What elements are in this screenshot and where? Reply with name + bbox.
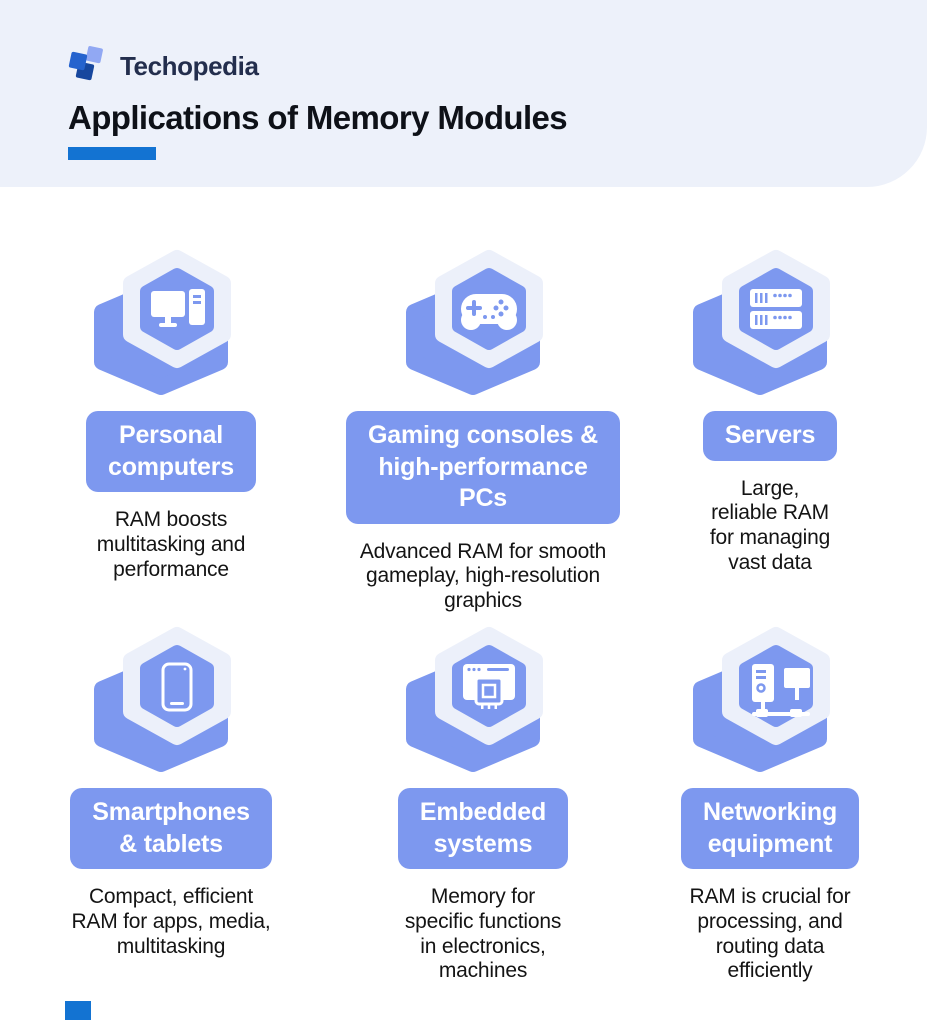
card-description: Compact, efficient RAM for apps, media, …	[71, 885, 271, 958]
card-description: Memory for specific functions in electro…	[404, 885, 562, 983]
brand-name: Techopedia	[120, 50, 259, 81]
brand-logo: Techopedia	[68, 46, 927, 86]
card-embedded-systems: Embedded systems Memory for specific fun…	[317, 626, 649, 1003]
card-label: Networking equipment	[680, 788, 860, 869]
card-description: Advanced RAM for smooth gameplay, high-r…	[359, 539, 607, 613]
card-gaming-consoles: Gaming consoles & high-performance PCs A…	[317, 249, 649, 626]
card-description: Large, reliable RAM for managing vast da…	[709, 476, 831, 574]
network-devices-icon	[693, 627, 830, 772]
footer-brand-mark	[65, 1001, 91, 1020]
card-label: Embedded systems	[397, 788, 569, 869]
card-description: RAM boosts multitasking and performance	[96, 508, 246, 581]
server-rack-icon	[693, 250, 830, 395]
card-smartphones: Smartphones & tablets Compact, efficient…	[25, 626, 317, 1003]
card-label: Servers	[702, 411, 838, 461]
card-networking-equipment: Networking equipment RAM is crucial for …	[649, 626, 891, 1003]
smartphone-icon	[94, 627, 231, 772]
title-underline	[68, 147, 156, 160]
card-servers: Servers Large, reliable RAM for managing…	[649, 249, 891, 626]
techopedia-logo-icon	[68, 46, 103, 81]
header: Techopedia Applications of Memory Module…	[0, 0, 927, 187]
desktop-computer-icon	[94, 250, 231, 395]
card-label: Personal computers	[85, 411, 256, 492]
game-controller-icon	[406, 250, 543, 395]
card-description: RAM is crucial for processing, and routi…	[689, 885, 851, 983]
card-personal-computers: Personal computers RAM boosts multitaski…	[25, 249, 317, 626]
page-title: Applications of Memory Modules	[68, 99, 568, 136]
cards-grid: Personal computers RAM boosts multitaski…	[0, 249, 927, 1003]
card-label: Smartphones & tablets	[70, 788, 272, 869]
card-label: Gaming consoles & high-performance PCs	[346, 411, 620, 524]
embedded-chip-icon	[406, 627, 543, 772]
